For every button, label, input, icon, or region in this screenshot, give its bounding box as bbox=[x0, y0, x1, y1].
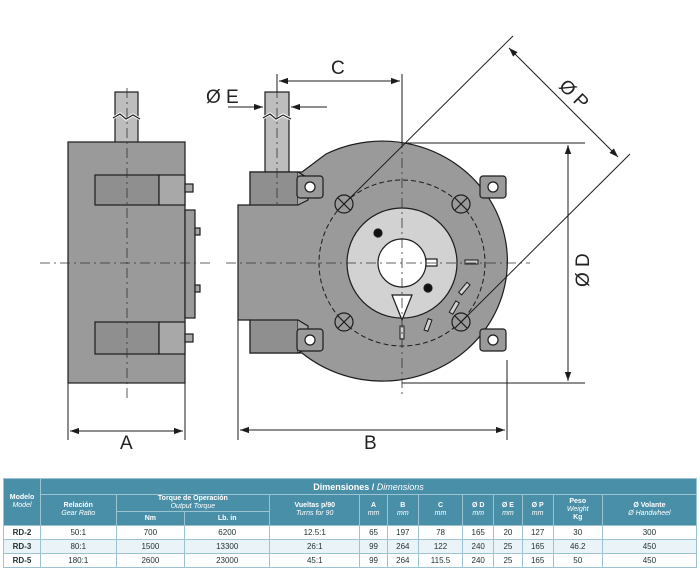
table-cell: 13300 bbox=[184, 539, 271, 554]
table-cell: 127 bbox=[521, 525, 554, 540]
table-cell: 180:1 bbox=[40, 553, 117, 568]
table-row: RD-3 80:1 1500 13300 26:1 99 264 122 240… bbox=[3, 539, 698, 554]
front-view bbox=[237, 91, 508, 382]
front-bottom-block bbox=[249, 319, 299, 354]
table-cell: 25 bbox=[493, 553, 523, 568]
table-cell: 78 bbox=[417, 525, 464, 540]
cell-model: RD-3 bbox=[3, 539, 41, 554]
label-b: B bbox=[364, 433, 377, 454]
dot-1 bbox=[373, 228, 383, 238]
front-centerlines bbox=[226, 88, 530, 395]
table-cell: 50:1 bbox=[40, 525, 117, 540]
table-cell: 165 bbox=[462, 525, 495, 540]
side-centerlines bbox=[40, 88, 210, 400]
table-cell: 700 bbox=[115, 525, 186, 540]
table-cell: 264 bbox=[386, 539, 419, 554]
cell-model: RD-2 bbox=[3, 525, 41, 540]
table-cell: 165 bbox=[521, 539, 554, 554]
ear-hole-1 bbox=[304, 181, 316, 193]
side-bottom-collar bbox=[158, 321, 186, 355]
side-flange bbox=[184, 209, 196, 319]
table-cell: 20 bbox=[493, 525, 523, 540]
label-d: Ø D bbox=[573, 253, 594, 287]
table-cell: 6200 bbox=[184, 525, 271, 540]
header-torque-nm: Nm bbox=[115, 511, 186, 526]
table-cell: 65 bbox=[359, 525, 388, 540]
table-cell: 30 bbox=[552, 525, 603, 540]
dot-2 bbox=[423, 283, 433, 293]
table-cell: 23000 bbox=[184, 553, 271, 568]
table-cell: 12.5:1 bbox=[269, 525, 361, 540]
table-cell: 99 bbox=[359, 553, 388, 568]
side-bottom-bolt bbox=[184, 333, 194, 343]
table-cell: 240 bbox=[462, 553, 495, 568]
table-cell: 115.5 bbox=[417, 553, 464, 568]
table-cell: 240 bbox=[462, 539, 495, 554]
table-cell: 99 bbox=[359, 539, 388, 554]
table-cell: 80:1 bbox=[40, 539, 117, 554]
table-cell: 264 bbox=[386, 553, 419, 568]
front-top-block bbox=[249, 171, 299, 206]
label-p: Ø P bbox=[554, 76, 592, 114]
table-cell: 45:1 bbox=[269, 553, 361, 568]
label-c: C bbox=[331, 58, 345, 79]
side-flange-stud-1 bbox=[194, 227, 201, 236]
dim-p bbox=[508, 47, 619, 158]
header-model: Modelo Model bbox=[3, 478, 41, 526]
side-flange-stud-2 bbox=[194, 284, 201, 293]
table-cell: 46.2 bbox=[552, 539, 603, 554]
table-band-title: Dimensiones / Dimensions bbox=[40, 478, 697, 495]
table-cell: 300 bbox=[601, 525, 698, 540]
dimension-lines bbox=[67, 35, 631, 440]
ear-hole-2 bbox=[487, 181, 499, 193]
side-view bbox=[67, 91, 201, 384]
table-cell: 450 bbox=[601, 539, 698, 554]
gearbox-drawing: A B C Ø E Ø D Ø P bbox=[40, 35, 631, 454]
label-e: Ø E bbox=[206, 87, 239, 108]
ear-hole-3 bbox=[304, 334, 316, 346]
table-cell: 1500 bbox=[115, 539, 186, 554]
table-cell: 165 bbox=[521, 553, 554, 568]
dimensions-table: Modelo Model Dimensiones / Dimensions Re… bbox=[3, 478, 698, 568]
ear-hole-4 bbox=[487, 334, 499, 346]
table-cell: 197 bbox=[386, 525, 419, 540]
side-top-collar bbox=[158, 174, 186, 206]
table-cell: 450 bbox=[601, 553, 698, 568]
table-row: RD-2 50:1 700 6200 12.5:1 65 197 78 165 … bbox=[3, 525, 698, 540]
cell-model: RD-5 bbox=[3, 553, 41, 568]
table-cell: 122 bbox=[417, 539, 464, 554]
keyway bbox=[425, 258, 438, 267]
label-a: A bbox=[120, 433, 133, 454]
table-cell: 26:1 bbox=[269, 539, 361, 554]
side-top-bolt bbox=[184, 183, 194, 193]
table-cell: 2600 bbox=[115, 553, 186, 568]
table-cell: 25 bbox=[493, 539, 523, 554]
table-cell: 50 bbox=[552, 553, 603, 568]
table-row: RD-5 180:1 2600 23000 45:1 99 264 115.5 … bbox=[3, 553, 698, 568]
header-torque-lbin: Lb. in bbox=[184, 511, 271, 526]
